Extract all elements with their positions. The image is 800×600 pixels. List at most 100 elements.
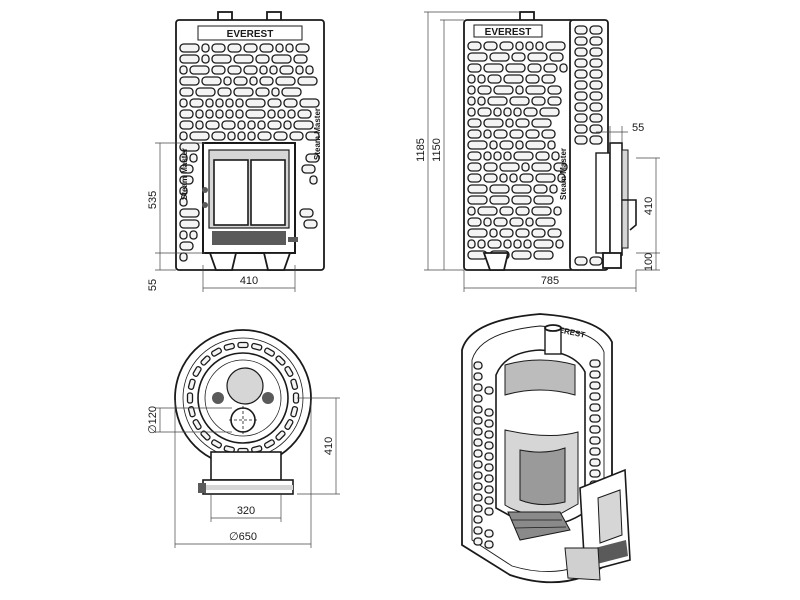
mesh-slot xyxy=(257,131,272,141)
ring-slot xyxy=(211,347,222,357)
mesh-slot xyxy=(293,120,314,130)
front-model-label-left: Steam Master xyxy=(180,148,189,200)
mesh-slot xyxy=(515,41,524,51)
mesh-slot xyxy=(473,361,483,370)
mesh-slot xyxy=(233,54,254,64)
mesh-slot xyxy=(541,129,556,139)
mesh-slot xyxy=(484,507,494,516)
mesh-slot xyxy=(215,109,224,119)
mesh-slot xyxy=(574,69,588,79)
mesh-slot xyxy=(473,482,483,491)
mesh-slot xyxy=(551,151,560,161)
front-view: EVEREST Steam Master Steam Master xyxy=(175,11,325,271)
mesh-slot xyxy=(513,107,522,117)
mesh-slot xyxy=(467,107,476,117)
mesh-slot xyxy=(467,173,482,183)
dim-side-protrusion: 55 xyxy=(632,122,644,134)
mesh-slot xyxy=(259,76,274,86)
mesh-slot xyxy=(531,96,546,106)
mesh-slot xyxy=(301,164,316,174)
mesh-slot xyxy=(227,131,236,141)
dim-body-height: 1150 xyxy=(431,138,443,162)
mesh-slot xyxy=(589,436,601,445)
mesh-slot xyxy=(483,129,492,139)
mesh-slot xyxy=(484,441,494,450)
mesh-slot xyxy=(467,63,482,73)
mesh-slot xyxy=(533,250,554,260)
front-door-glass-right xyxy=(250,159,286,226)
mesh-slot xyxy=(483,173,498,183)
mesh-slot xyxy=(283,98,298,108)
mesh-slot xyxy=(523,239,532,249)
mesh-slot xyxy=(515,206,530,216)
mesh-slot xyxy=(477,74,486,84)
mesh-slot xyxy=(297,76,318,86)
side-mesh-slots xyxy=(467,25,603,266)
mesh-slot xyxy=(525,129,540,139)
mesh-slot xyxy=(243,65,258,75)
mesh-slot xyxy=(574,36,588,46)
mesh-slot xyxy=(489,140,498,150)
mesh-slot xyxy=(189,98,204,108)
mesh-slot xyxy=(281,87,302,97)
mesh-slot xyxy=(221,120,236,130)
dim-firebox-width: 320 xyxy=(237,505,255,517)
mesh-slot xyxy=(515,228,530,238)
mesh-slot xyxy=(179,65,188,75)
mesh-slot xyxy=(541,74,556,84)
mesh-slot xyxy=(545,41,566,51)
mesh-slot xyxy=(489,228,498,238)
ring-slot xyxy=(264,439,275,449)
mesh-slot xyxy=(195,109,204,119)
mesh-slot xyxy=(483,63,504,73)
mesh-slot xyxy=(477,96,486,106)
mesh-slot xyxy=(484,408,494,417)
mesh-slot xyxy=(589,113,603,123)
mesh-slot xyxy=(574,25,588,35)
mesh-slot xyxy=(211,43,226,53)
dim-side-bottom: 100 xyxy=(643,253,655,271)
mesh-slot xyxy=(269,65,278,75)
mesh-slot xyxy=(271,87,280,97)
mesh-slot xyxy=(493,151,502,161)
mesh-slot xyxy=(179,131,188,141)
dim-outer-diameter: ∅650 xyxy=(229,531,257,543)
ring-slot xyxy=(237,341,249,349)
mesh-slot xyxy=(574,124,588,134)
mesh-slot xyxy=(467,206,476,216)
mesh-slot xyxy=(509,217,524,227)
mesh-slot xyxy=(267,98,282,108)
mesh-slot xyxy=(557,173,566,183)
mesh-slot xyxy=(189,153,198,163)
mesh-slot xyxy=(525,41,534,51)
mesh-slot xyxy=(489,52,510,62)
mesh-slot xyxy=(473,394,483,403)
mesh-slot xyxy=(255,54,270,64)
mesh-slot xyxy=(275,76,296,86)
ring-slot xyxy=(275,355,286,366)
mesh-slot xyxy=(547,85,562,95)
mesh-slot xyxy=(487,96,508,106)
cutaway-view: EVEREST xyxy=(461,313,631,584)
mesh-slot xyxy=(201,43,210,53)
mesh-slot xyxy=(473,515,483,524)
mesh-slot xyxy=(487,74,502,84)
mesh-slot xyxy=(189,230,198,240)
mesh-slot xyxy=(589,69,603,79)
mesh-slot xyxy=(293,54,308,64)
mesh-slot xyxy=(205,98,214,108)
mesh-slot xyxy=(179,54,200,64)
mesh-slot xyxy=(483,41,498,51)
dim-front-width: 410 xyxy=(240,275,258,287)
mesh-slot xyxy=(477,107,492,117)
mesh-slot xyxy=(553,206,562,216)
mesh-slot xyxy=(574,47,588,57)
mesh-slot xyxy=(233,76,248,86)
mesh-slot xyxy=(483,217,492,227)
mesh-slot xyxy=(259,65,268,75)
mesh-slot xyxy=(467,85,476,95)
mesh-slot xyxy=(467,118,482,128)
mesh-slot xyxy=(247,131,256,141)
mesh-slot xyxy=(484,540,494,549)
mesh-slot xyxy=(225,109,234,119)
